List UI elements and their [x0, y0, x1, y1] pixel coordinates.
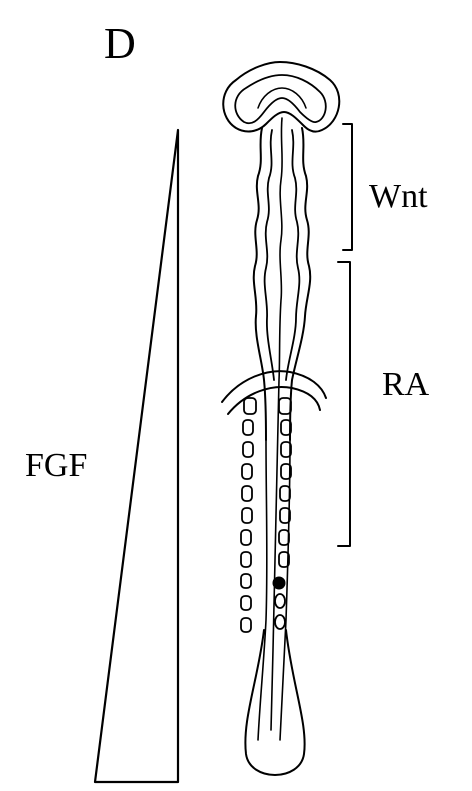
fgf-label: FGF — [25, 449, 87, 483]
embryo-outline — [222, 62, 339, 775]
wnt-bracket — [343, 124, 352, 250]
fgf-gradient-wedge — [95, 130, 178, 782]
ra-label: RA — [382, 368, 429, 402]
panel-letter: D — [104, 22, 136, 66]
wnt-label: Wnt — [369, 180, 428, 214]
left-somites — [241, 398, 256, 632]
filled-marker-dot — [273, 577, 285, 589]
ra-bracket — [338, 262, 350, 546]
